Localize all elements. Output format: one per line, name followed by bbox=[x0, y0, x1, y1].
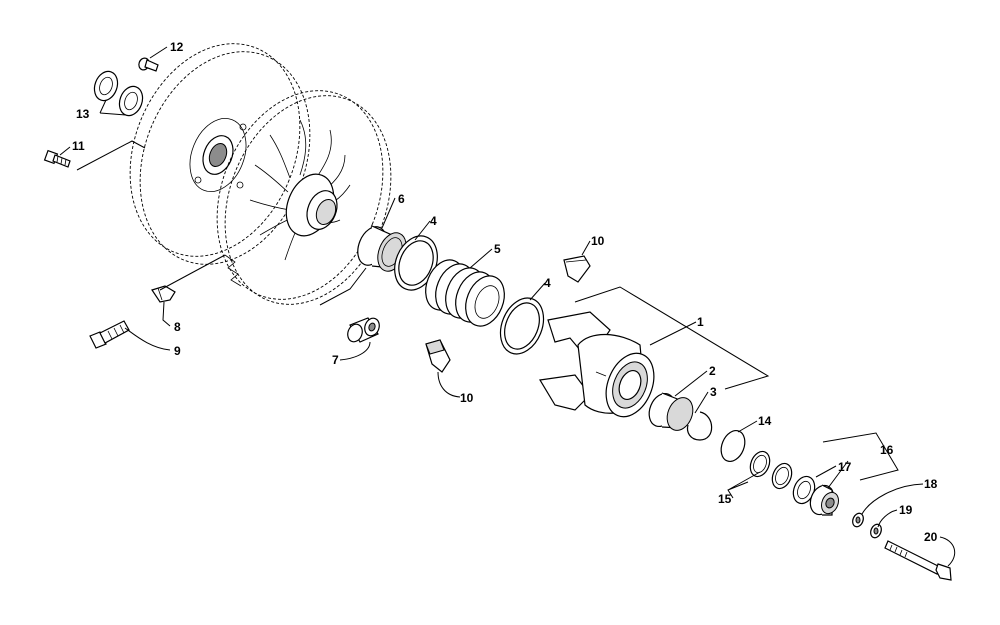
part-9-bolt bbox=[89, 320, 130, 349]
callout-13: 13 bbox=[76, 107, 90, 121]
callout-9: 9 bbox=[174, 344, 181, 358]
part-3-snap-ring bbox=[686, 411, 713, 441]
part-20-bolt bbox=[884, 540, 952, 581]
part-7-bushing bbox=[347, 317, 380, 343]
callout-15: 15 bbox=[718, 492, 732, 506]
callout-18: 18 bbox=[924, 477, 938, 491]
callout-10-bottom: 10 bbox=[460, 391, 474, 405]
part-16-cap bbox=[809, 484, 839, 516]
callout-11: 11 bbox=[72, 139, 85, 153]
callout-5: 5 bbox=[494, 242, 501, 256]
callout-labels: 12 13 11 8 9 7 6 4 5 4 10 10 1 2 3 14 15… bbox=[72, 40, 938, 544]
part-13-washers bbox=[93, 70, 144, 117]
leader-lines bbox=[59, 46, 956, 567]
part-17-washer bbox=[792, 475, 816, 505]
callout-4-mid: 4 bbox=[544, 276, 551, 290]
part-8-clip bbox=[151, 285, 176, 303]
outer-sheave-dashed bbox=[129, 43, 311, 265]
callout-20: 20 bbox=[924, 530, 938, 544]
part-10-shoe-top bbox=[563, 255, 591, 283]
part-4-ring-b bbox=[499, 297, 545, 355]
callout-8: 8 bbox=[174, 320, 181, 334]
callout-6: 6 bbox=[398, 192, 405, 206]
part-19-lock-washer bbox=[870, 523, 882, 539]
callout-3: 3 bbox=[710, 385, 717, 399]
callout-14: 14 bbox=[758, 414, 772, 428]
callout-2: 2 bbox=[709, 364, 716, 378]
part-10-shoe-bottom bbox=[425, 339, 451, 373]
part-4-ring-a bbox=[394, 235, 438, 291]
callout-12: 12 bbox=[170, 40, 184, 54]
callout-7: 7 bbox=[332, 353, 339, 367]
part-6-sleeve bbox=[357, 225, 407, 272]
callout-4-top: 4 bbox=[430, 214, 437, 228]
part-15-rings bbox=[749, 450, 793, 490]
callout-1: 1 bbox=[697, 315, 704, 329]
callout-17: 17 bbox=[838, 460, 852, 474]
part-2-bushing bbox=[648, 392, 694, 431]
inner-sheave-dashed bbox=[216, 90, 392, 305]
part-12-screw bbox=[138, 57, 159, 72]
callout-19: 19 bbox=[899, 503, 913, 517]
part-18-washer bbox=[852, 512, 864, 528]
part-11-bolt bbox=[43, 149, 71, 168]
callout-10-top: 10 bbox=[591, 234, 605, 248]
callout-16: 16 bbox=[880, 443, 894, 457]
part-14-o-ring bbox=[720, 430, 746, 462]
part-1-cam-hub bbox=[539, 311, 655, 418]
part-5-spring bbox=[425, 259, 505, 327]
